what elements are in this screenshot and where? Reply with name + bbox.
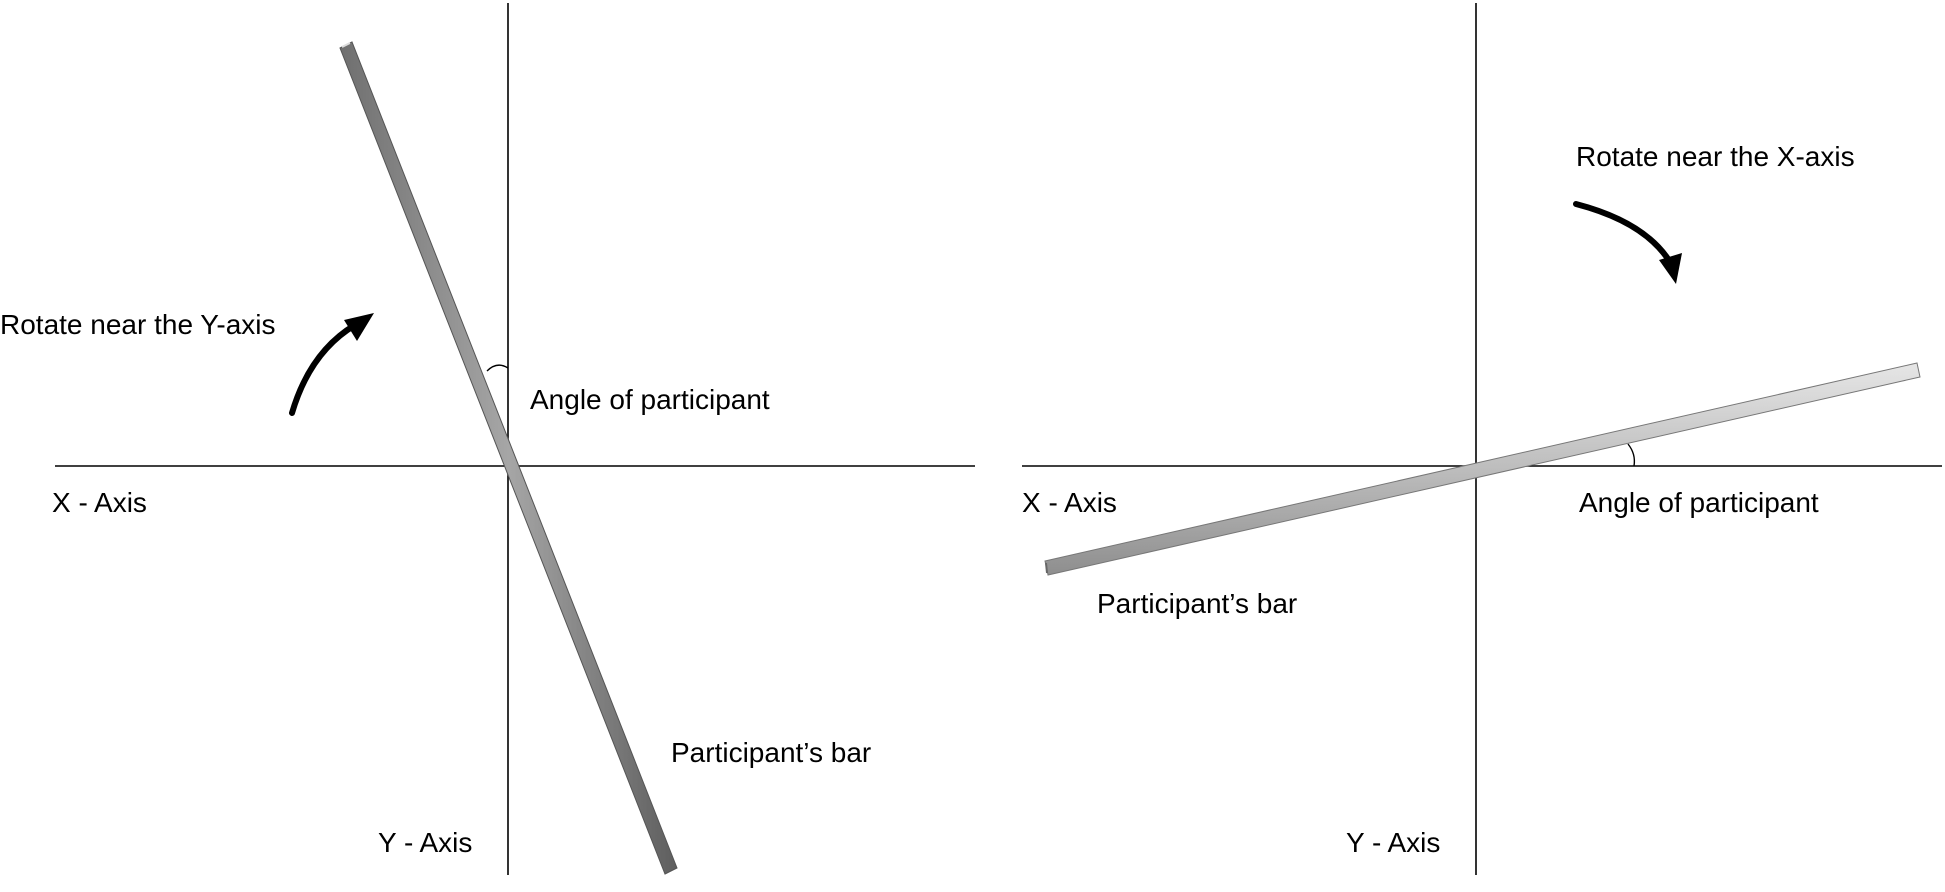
left-rotate-arrow-icon <box>289 313 374 416</box>
right-rotate-arrow-icon <box>1573 201 1682 284</box>
left-angle-label: Angle of participant <box>530 384 770 415</box>
right-participant-bar <box>1044 362 1921 576</box>
right-angle-label: Angle of participant <box>1579 487 1819 518</box>
right-panel: Rotate near the X-axis Angle of particip… <box>1022 3 1942 875</box>
right-angle-arc <box>1627 443 1636 467</box>
left-y-axis-label: Y - Axis <box>378 827 472 858</box>
left-participant-bar <box>339 41 678 875</box>
right-x-axis-label: X - Axis <box>1022 487 1117 518</box>
left-bar-label: Participant’s bar <box>671 737 871 768</box>
left-rotate-label: Rotate near the Y-axis <box>0 309 276 340</box>
left-angle-arc <box>486 364 509 372</box>
left-x-axis-label: X - Axis <box>52 487 147 518</box>
right-bar-label: Participant’s bar <box>1097 588 1297 619</box>
left-panel: Rotate near the Y-axis Angle of particip… <box>0 3 975 875</box>
right-y-axis-label: Y - Axis <box>1346 827 1440 858</box>
right-rotate-label: Rotate near the X-axis <box>1576 141 1855 172</box>
